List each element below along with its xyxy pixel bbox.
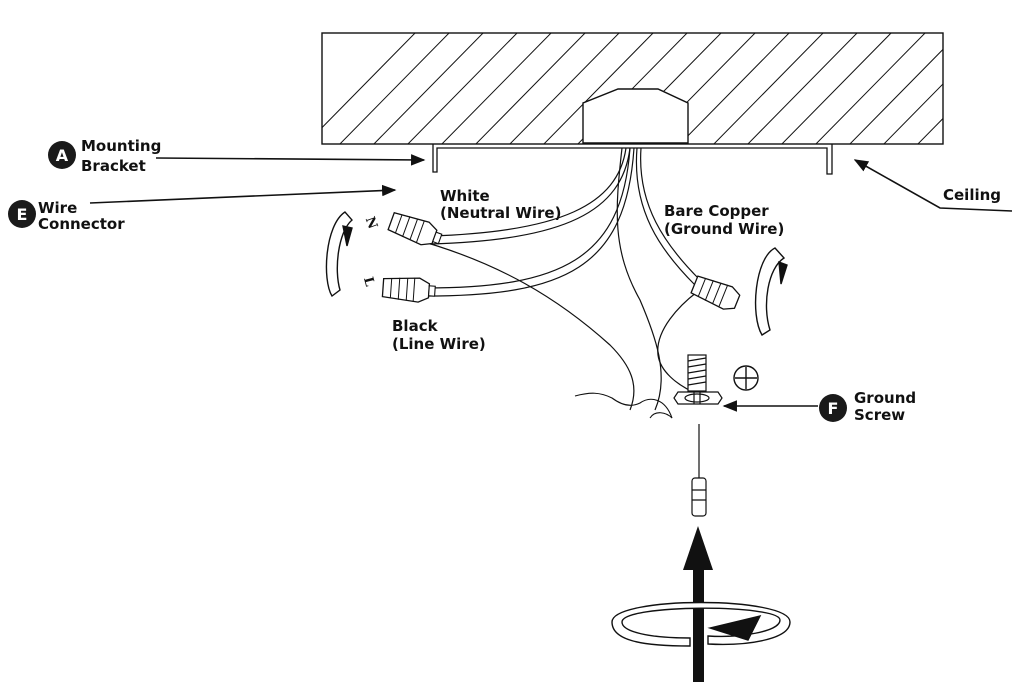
hatch-line bbox=[883, 83, 943, 144]
white-neutral-wire bbox=[429, 147, 627, 237]
hatch-line bbox=[475, 33, 586, 144]
twist-arrow-left-icon bbox=[325, 211, 353, 298]
rotate-ring-icon bbox=[611, 601, 791, 647]
wire-connector-line bbox=[381, 277, 436, 303]
bare-copper-ground-wire bbox=[635, 147, 696, 286]
hatch-line bbox=[1014, 28, 1019, 150]
hatch-line bbox=[441, 33, 552, 144]
hatch-line bbox=[849, 48, 943, 144]
badge-e: E bbox=[8, 200, 36, 228]
white-wire-label-line2: (Neutral Wire) bbox=[440, 204, 561, 222]
ground-wire-label-line1: Bare Copper bbox=[664, 202, 769, 220]
black-wire-label-line1: Black bbox=[392, 317, 439, 335]
wires bbox=[409, 147, 701, 411]
white-wire-label-line1: White bbox=[440, 187, 490, 205]
hatch-line bbox=[781, 33, 892, 144]
hatch-line bbox=[543, 33, 654, 144]
badge-f: F bbox=[819, 394, 847, 422]
mounting-bracket-label-line2: Bracket bbox=[81, 157, 146, 175]
ground-screw-label-line1: Ground bbox=[854, 389, 916, 407]
hatch-line bbox=[917, 117, 943, 144]
hatch-line bbox=[322, 33, 416, 129]
svg-text:E: E bbox=[17, 205, 28, 224]
wire-connector-ground bbox=[690, 275, 741, 310]
ground-screw bbox=[673, 354, 723, 405]
hatch-line bbox=[679, 33, 790, 144]
neutral-mark: N bbox=[362, 215, 380, 231]
wire-connector-label-line1: Wire bbox=[38, 199, 77, 217]
callout-arrows bbox=[89, 154, 1013, 412]
torn-edge bbox=[574, 392, 673, 419]
wire-connector-label-line2: Connector bbox=[38, 215, 125, 233]
screwdriver-icon bbox=[691, 424, 707, 517]
mounting-bracket-label-line1: Mounting bbox=[81, 137, 161, 155]
wire-connector-neutral bbox=[387, 211, 443, 246]
hatch-line bbox=[815, 33, 926, 144]
ground-screw-label-line2: Screw bbox=[854, 406, 905, 424]
svg-text:F: F bbox=[828, 399, 839, 418]
hatch-line bbox=[713, 33, 824, 144]
ceiling-label: Ceiling bbox=[943, 186, 1001, 204]
hatch-line bbox=[980, 28, 1019, 150]
junction-box bbox=[582, 88, 689, 144]
ground-wire-label-line2: (Ground Wire) bbox=[664, 220, 784, 238]
badge-a: A bbox=[48, 141, 76, 169]
hatch-line bbox=[946, 28, 1019, 150]
hatch-line bbox=[509, 33, 620, 144]
line-mark: L bbox=[360, 275, 377, 288]
hatch-line bbox=[339, 33, 450, 144]
twist-arrow-right-icon bbox=[754, 247, 788, 336]
ceiling-arrow bbox=[853, 159, 1013, 212]
hatch-line bbox=[373, 33, 484, 144]
black-line-wire bbox=[424, 147, 631, 289]
mounting-bracket-arrow bbox=[155, 154, 426, 166]
mounting-bracket bbox=[432, 144, 833, 175]
hatch-line bbox=[747, 33, 858, 144]
round-screw-head-icon bbox=[733, 365, 759, 391]
black-wire-label-line2: (Line Wire) bbox=[392, 335, 486, 353]
svg-text:A: A bbox=[56, 146, 69, 165]
drive-up-arrow-icon bbox=[683, 526, 713, 682]
hatch-line bbox=[407, 33, 518, 144]
wire-connector-arrow bbox=[89, 184, 397, 204]
